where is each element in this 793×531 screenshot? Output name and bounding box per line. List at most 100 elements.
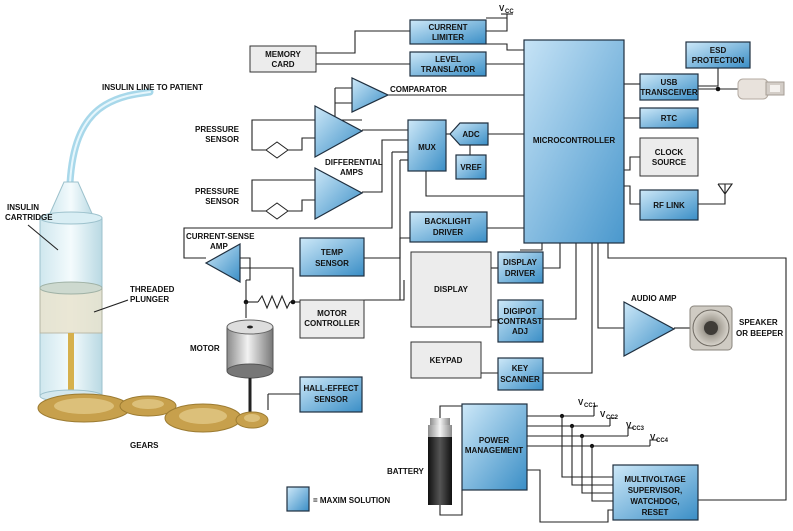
digipot-label-1: DIGIPOT — [504, 307, 537, 316]
threaded-plunger-label-1: THREADED — [130, 285, 175, 294]
microcontroller-block: MICROCONTROLLER — [523, 39, 625, 244]
supervisor-label-4: RESET — [642, 508, 669, 517]
vcc4-sub: CC4 — [656, 438, 669, 444]
motor-controller-label-1: MOTOR — [317, 309, 347, 318]
esd-label-1: ESD — [710, 46, 727, 55]
legend-label: = MAXIM SOLUTION — [313, 496, 390, 505]
digipot-label-2: CONTRAST — [498, 317, 543, 326]
key-scanner-label-2: SCANNER — [500, 375, 540, 384]
clock-source-label-1: CLOCK — [655, 148, 684, 157]
supervisor-block: MULTIVOLTAGE SUPERVISOR, WATCHDOG, RESET — [612, 464, 699, 521]
memory-card-label-1: MEMORY — [265, 50, 301, 59]
audio-amp-label: AUDIO AMP — [631, 294, 677, 303]
supervisor-label-1: MULTIVOLTAGE — [624, 475, 686, 484]
mux-label: MUX — [418, 143, 436, 152]
motor-controller-label-2: CONTROLLER — [304, 319, 360, 328]
keypad-label: KEYPAD — [430, 356, 463, 365]
differential-amp-1 — [314, 105, 364, 159]
display-driver-label-2: DRIVER — [505, 269, 535, 278]
level-translator-block: LEVEL TRANSLATOR — [409, 51, 487, 77]
vcc2-sub: CC2 — [606, 415, 619, 421]
comparator-label: COMPARATOR — [390, 85, 447, 94]
backlight-label-1: BACKLIGHT — [424, 217, 471, 226]
vcc3-sub: CC3 — [632, 426, 645, 432]
memory-card-label-2: CARD — [271, 60, 294, 69]
pressure-sensor-1-label-1: PRESSURE — [195, 125, 240, 134]
gears-label: GEARS — [130, 441, 159, 450]
differential-amps-label-1: DIFFERENTIAL — [325, 158, 383, 167]
power-management-label-2: MANAGEMENT — [465, 446, 523, 455]
pressure-sensor-2-label-1: PRESSURE — [195, 187, 240, 196]
differential-amps-label-2: AMPS — [340, 168, 364, 177]
supervisor-label-3: WATCHDOG, — [630, 497, 679, 506]
insulin-cartridge-label-1: INSULIN — [7, 203, 39, 212]
mux-block: MUX — [407, 119, 447, 172]
threaded-plunger-label-2: PLUNGER — [130, 295, 169, 304]
rf-link-block: RF LINK — [639, 189, 699, 221]
motor-controller-block: MOTOR CONTROLLER — [299, 299, 365, 339]
memory-card-block: MEMORY CARD — [249, 45, 317, 73]
vcc-top: V CC — [499, 4, 514, 15]
current-sense-label-1: CURRENT-SENSE — [186, 232, 255, 241]
rtc-label: RTC — [661, 114, 678, 123]
key-scanner-block: KEY SCANNER — [497, 357, 544, 391]
supervisor-label-2: SUPERVISOR, — [628, 486, 683, 495]
vcc4-label: V — [650, 433, 656, 442]
usb-label-2: TRANSCEIVER — [640, 88, 698, 97]
usb-plug-image — [737, 78, 785, 100]
adc-block: ADC — [449, 122, 489, 146]
current-limiter-label-2: LIMITER — [432, 33, 464, 42]
hall-effect-label-1: HALL-EFFECT — [303, 384, 358, 393]
battery-image: BATTERY — [387, 418, 452, 505]
hall-effect-label-2: SENSOR — [314, 395, 348, 404]
esd-label-2: PROTECTION — [692, 56, 745, 65]
current-sense-amp: CURRENT-SENSE AMP — [186, 232, 255, 284]
digipot-label-3: ADJ — [512, 327, 528, 336]
temp-sensor-label-2: SENSOR — [315, 259, 349, 268]
esd-protection-block: ESD PROTECTION — [685, 41, 751, 69]
vcc1-label: V — [578, 398, 584, 407]
hall-effect-block: HALL-EFFECT SENSOR — [299, 376, 363, 413]
usb-label-1: USB — [661, 78, 678, 87]
display-block: DISPLAY — [410, 251, 492, 328]
temp-sensor-block: TEMP SENSOR — [299, 237, 365, 277]
motor-label: MOTOR — [190, 344, 220, 353]
speaker-image: SPEAKER OR BEEPER — [689, 305, 783, 351]
comparator: COMPARATOR — [351, 77, 447, 113]
digipot-block: DIGIPOT CONTRAST ADJ — [497, 299, 544, 343]
power-management-label-1: POWER — [479, 436, 509, 445]
vcc-rail-labels: V CC1 V CC2 V CC3 V CC4 — [578, 398, 669, 444]
differential-amp-2 — [314, 167, 364, 221]
rf-link-label: RF LINK — [653, 201, 685, 210]
vcc3-label: V — [626, 421, 632, 430]
antenna-icon — [717, 183, 734, 195]
level-translator-label-2: TRANSLATOR — [421, 65, 476, 74]
vcc1-sub: CC1 — [584, 403, 597, 409]
usb-transceiver-block: USB TRANSCEIVER — [639, 73, 699, 101]
pressure-sensor-2: PRESSURE SENSOR — [195, 187, 289, 220]
temp-sensor-label-1: TEMP — [321, 248, 344, 257]
backlight-driver-block: BACKLIGHT DRIVER — [409, 211, 488, 243]
rtc-block: RTC — [639, 107, 699, 129]
display-driver-block: DISPLAY DRIVER — [497, 251, 544, 284]
legend: = MAXIM SOLUTION — [286, 486, 390, 512]
legend-swatch — [286, 486, 310, 512]
insulin-cartridge-label-2: CARTRIDGE — [5, 213, 53, 222]
insulin-line-label: INSULIN LINE TO PATIENT — [102, 83, 203, 92]
microcontroller-label: MICROCONTROLLER — [533, 136, 615, 145]
adc-label: ADC — [462, 130, 480, 139]
level-translator-label-1: LEVEL — [435, 55, 461, 64]
clock-source-block: CLOCK SOURCE — [639, 137, 699, 177]
current-sense-label-2: AMP — [210, 242, 228, 251]
display-driver-label-1: DISPLAY — [503, 258, 538, 267]
vref-block: VREF — [455, 154, 487, 180]
pressure-sensor-1: PRESSURE SENSOR — [195, 125, 289, 159]
motor-image: MOTOR — [190, 319, 274, 420]
vcc2-label: V — [600, 410, 606, 419]
connection-wires — [183, 13, 787, 523]
backlight-label-2: DRIVER — [433, 228, 463, 237]
display-label: DISPLAY — [434, 285, 469, 294]
power-management-block: POWER MANAGEMENT — [461, 403, 528, 491]
key-scanner-label-1: KEY — [512, 364, 529, 373]
